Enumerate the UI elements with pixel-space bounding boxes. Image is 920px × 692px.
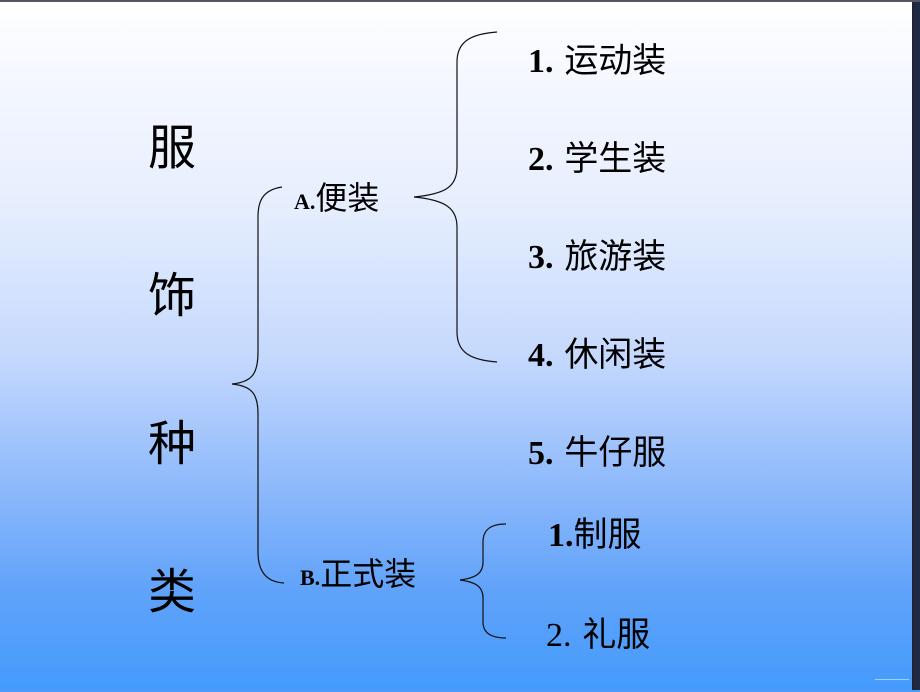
list-item: 1.制服 [548,515,642,555]
brace-b [459,523,507,639]
category-a-label: 便装 [315,179,380,217]
category-a: A.便装 [294,182,379,214]
title-char-4: 类 [148,564,197,620]
category-a-prefix: A. [294,189,316,214]
title-char-2: 饰 [148,268,197,324]
category-b-prefix: B. [300,565,321,590]
title-char-3: 种 [148,416,197,472]
brace-a [413,31,498,363]
category-b-label: 正式装 [320,555,417,593]
list-item: 5. 牛仔服 [528,433,667,473]
title-char-1: 服 [148,120,197,176]
main-brace [231,186,285,584]
list-item: 4. 休闲装 [528,335,667,375]
window-right-edge [914,0,920,690]
window-top-edge [0,0,920,2]
category-b: B.正式装 [300,558,416,590]
list-item: 2. 学生装 [528,139,667,179]
footer-line [875,679,909,680]
list-item: 1. 运动装 [528,41,667,81]
list-item: 3. 旅游装 [528,237,667,277]
list-item: 2. 礼服 [546,615,651,655]
